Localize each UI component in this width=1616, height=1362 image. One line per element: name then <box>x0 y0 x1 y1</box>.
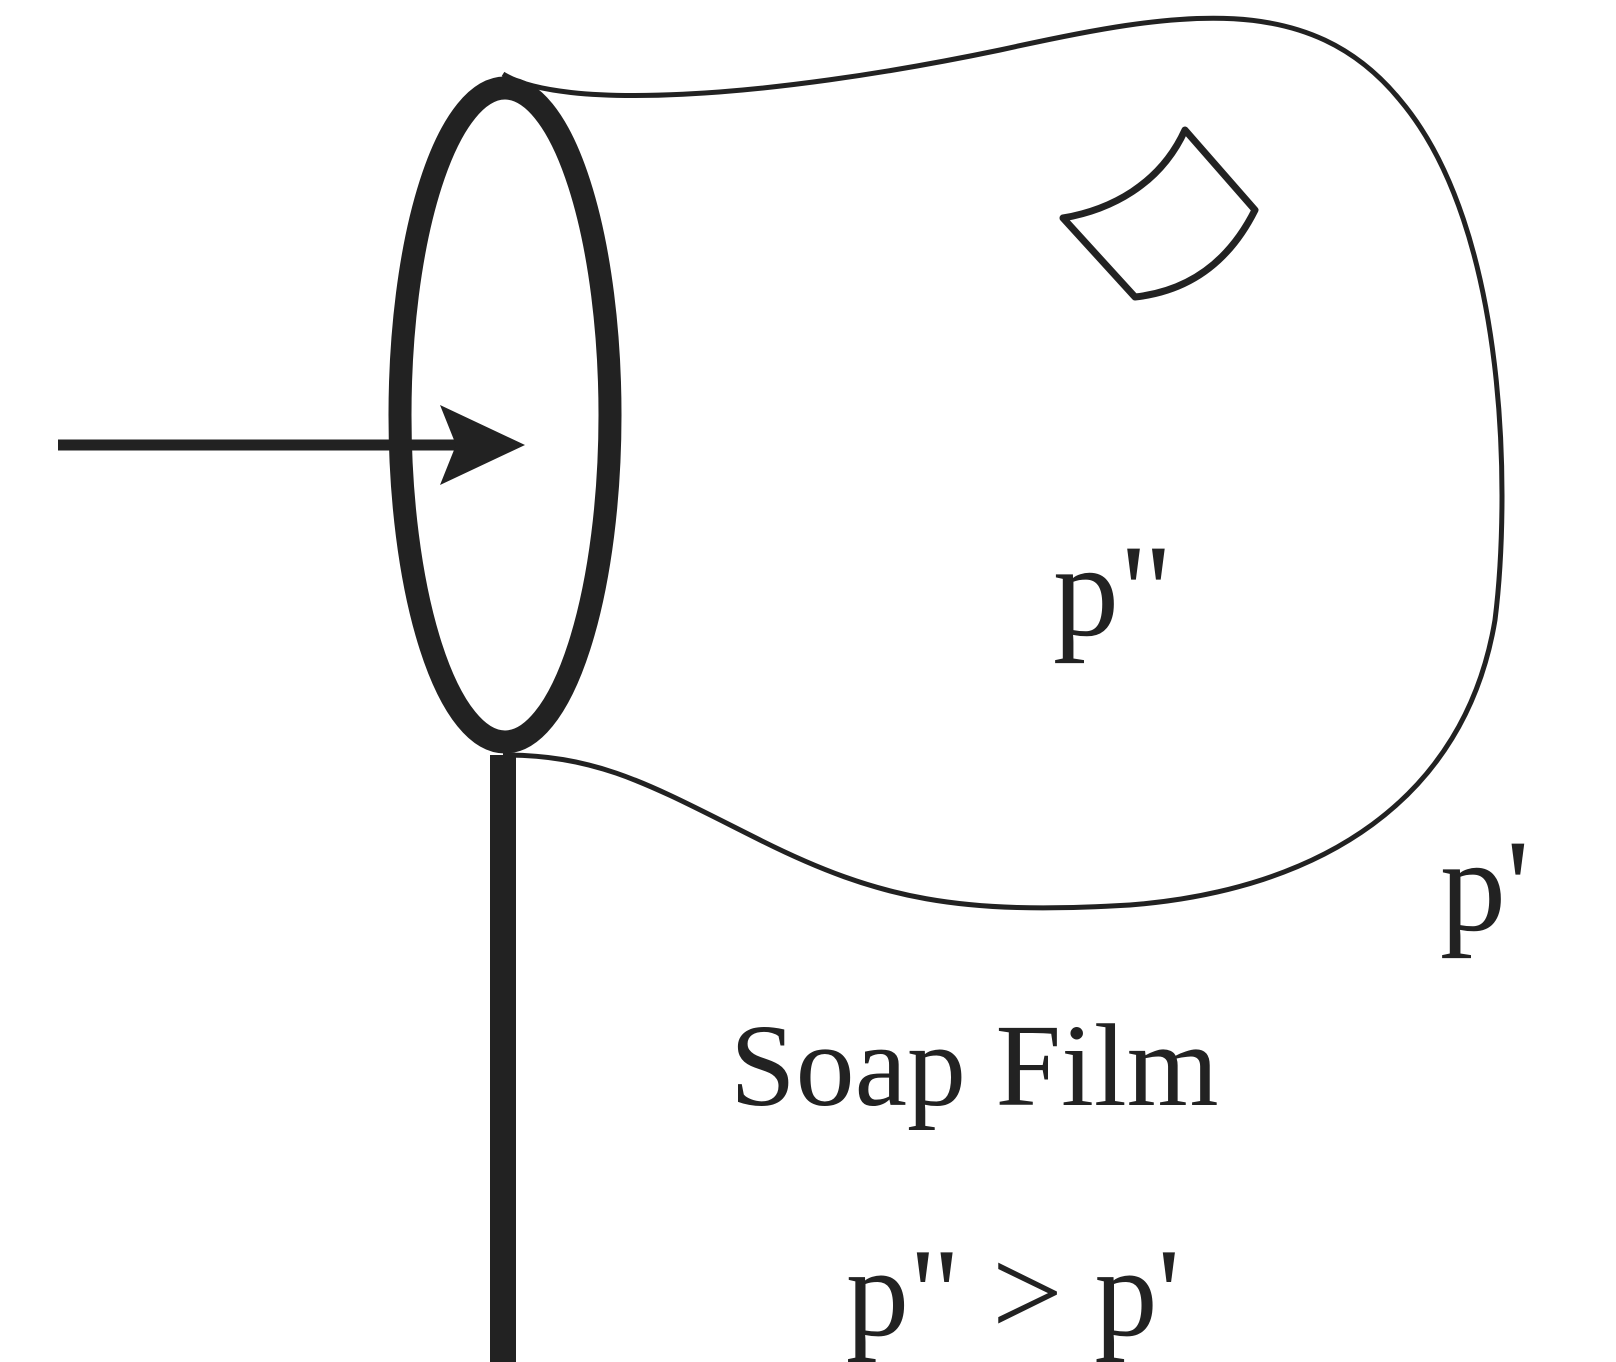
pressure-relation: p" > p' <box>846 1224 1180 1362</box>
inside-pressure-label: p" <box>1053 517 1173 664</box>
film-patch <box>1059 126 1259 301</box>
outside-pressure-label: p' <box>1440 812 1530 959</box>
arrow-right-icon <box>58 405 525 485</box>
diagram-title: Soap Film <box>730 1000 1218 1131</box>
wire-loop-icon <box>388 76 622 754</box>
soap-film-bubble <box>501 15 1505 911</box>
